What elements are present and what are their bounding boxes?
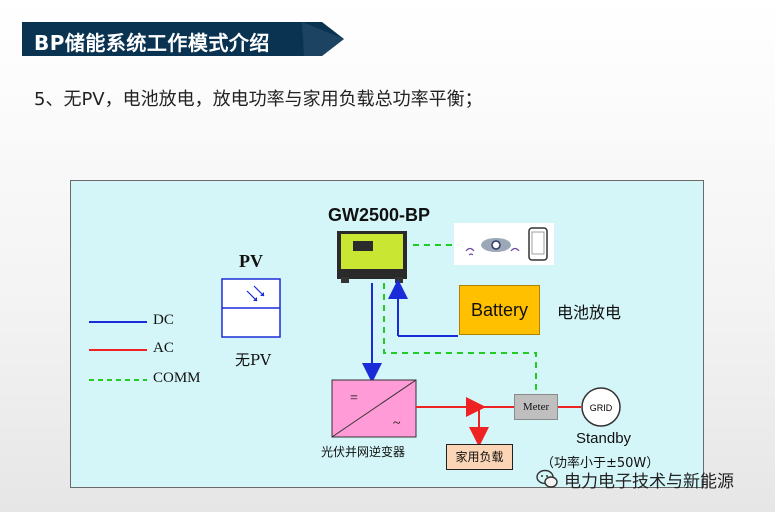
wechat-icon bbox=[536, 469, 558, 488]
legend-comm-label: COMM bbox=[153, 370, 201, 386]
household-load-box: 家用负载 bbox=[446, 444, 513, 470]
inverter-model-label: GW2500-BP bbox=[328, 205, 431, 225]
title-banner-shape bbox=[22, 22, 344, 56]
mode-description: 5、无PV，电池放电，放电功率与家用负载总功率平衡； bbox=[34, 89, 483, 110]
legend-dc-label: DC bbox=[153, 312, 174, 328]
grid-label: GRID bbox=[590, 403, 613, 413]
grid-symbol bbox=[581, 387, 621, 427]
inverter-dc-symbol: = bbox=[350, 391, 358, 406]
meter-box: Meter bbox=[514, 394, 558, 420]
pv-label: PV bbox=[239, 251, 263, 271]
monitoring-box bbox=[454, 223, 554, 265]
inverter-ac-symbol: ~ bbox=[393, 416, 401, 431]
grid-inverter-label: 光伏并网逆变器 bbox=[321, 445, 406, 459]
title-banner: BP储能系统工作模式介绍 bbox=[22, 22, 344, 56]
page-title: BP储能系统工作模式介绍 bbox=[34, 31, 270, 55]
grid-tied-inverter: = ~ bbox=[331, 379, 417, 438]
battery-box: Battery bbox=[459, 285, 540, 335]
no-pv-label: 无PV bbox=[235, 351, 271, 369]
power-note: （功率小于±50W） bbox=[541, 456, 660, 471]
pv-panel bbox=[221, 278, 281, 338]
diagram-lines: = ~ GRID bbox=[89, 223, 621, 447]
system-diagram: = ~ GRID GW2500-BP PV 无PV Battery 电池放电 D… bbox=[70, 180, 704, 488]
bp-inverter-device bbox=[337, 231, 407, 283]
watermark: 电力电子技术与新能源 bbox=[536, 466, 734, 492]
battery-discharge-label: 电池放电 bbox=[557, 303, 622, 322]
standby-label: Standby bbox=[576, 430, 632, 447]
legend-ac-label: AC bbox=[153, 340, 174, 356]
watermark-text: 电力电子技术与新能源 bbox=[564, 471, 734, 492]
